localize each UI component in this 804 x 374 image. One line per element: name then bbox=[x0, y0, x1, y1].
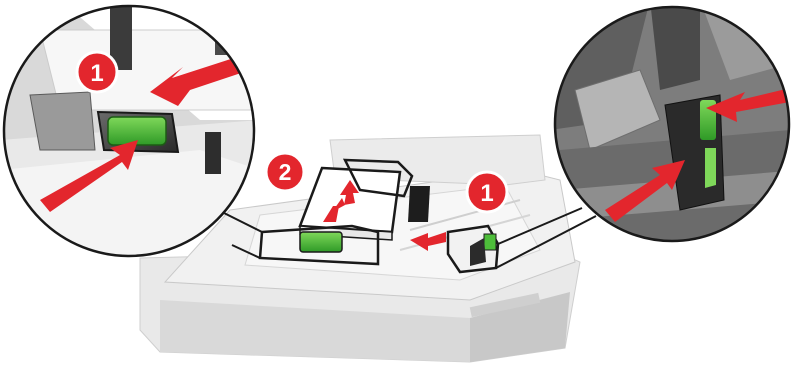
step-badge-center: 2 bbox=[264, 151, 306, 193]
step-number-left: 1 bbox=[90, 60, 103, 87]
center-left-guide-tab bbox=[299, 231, 343, 253]
left-callout bbox=[2, 4, 256, 258]
right-callout bbox=[553, 5, 791, 243]
tray-right-guide bbox=[446, 224, 500, 274]
step-number-center: 2 bbox=[279, 159, 292, 185]
step-number-right: 1 bbox=[480, 180, 493, 207]
paper-size-arrows bbox=[323, 180, 359, 222]
callout-leaders bbox=[221, 207, 597, 269]
step-badge-right: 1 bbox=[465, 170, 509, 214]
tray-arrow-right bbox=[410, 232, 446, 251]
step-badge-left: 1 bbox=[75, 50, 119, 94]
